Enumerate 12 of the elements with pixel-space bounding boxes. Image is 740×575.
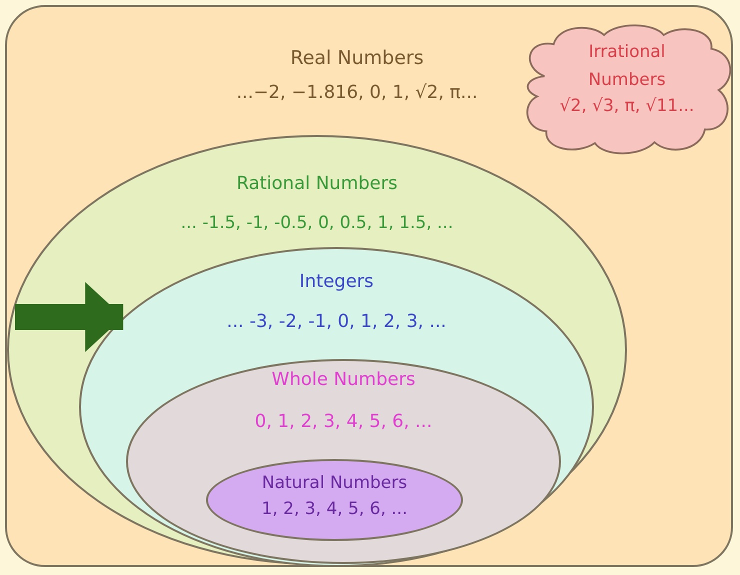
set-heading: Whole Numbers xyxy=(270,369,416,390)
set-panel xyxy=(5,5,733,567)
set-heading: Rational Numbers xyxy=(235,173,399,194)
set-heading: Real Numbers xyxy=(289,47,425,69)
number-list: 1, 2, 3, 4, 5, 6, ... xyxy=(208,499,461,519)
number-list: ... -1.5, -1, -0.5, 0, 0.5, 1, 1.5, ... xyxy=(9,213,625,233)
arrow xyxy=(15,282,124,352)
set-heading: Irrational Numbers xyxy=(587,41,667,92)
number-list: ... -3, -2, -1, 0, 1, 2, 3, ... xyxy=(81,311,592,332)
set-heading: Natural Numbers xyxy=(260,473,408,493)
set-heading: Integers xyxy=(298,271,375,292)
number-list: 0, 1, 2, 3, 4, 5, 6, ... xyxy=(128,411,559,432)
